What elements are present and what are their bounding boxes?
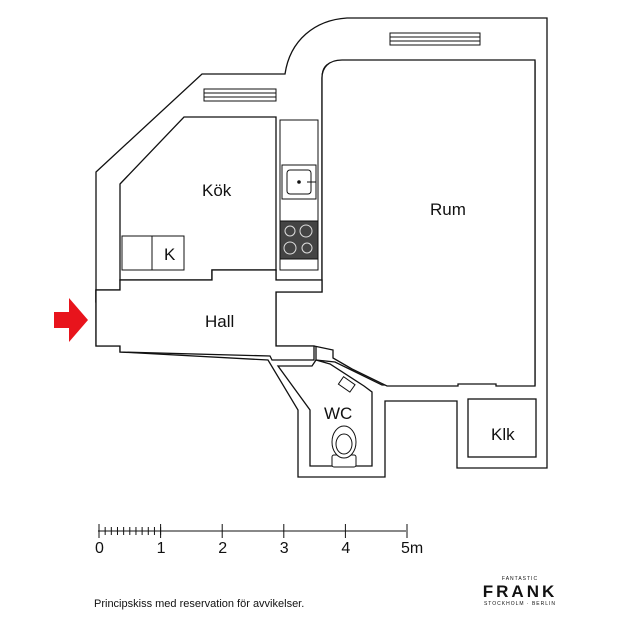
room-label-k: K xyxy=(164,245,176,264)
toilet-icon xyxy=(331,425,357,468)
sink-icon xyxy=(281,164,317,200)
scale-label: 5m xyxy=(401,540,423,557)
room-label-kok: Kök xyxy=(202,181,232,200)
scale-label: 1 xyxy=(157,540,166,557)
kitchen-counter xyxy=(279,119,319,271)
entrance-arrow-icon xyxy=(54,298,88,342)
room-label-klk: Klk xyxy=(491,425,515,444)
scale-label: 0 xyxy=(95,540,104,557)
stove-icon xyxy=(279,220,319,260)
disclaimer-text: Principskiss med reservation för avvikel… xyxy=(94,598,305,610)
logo-top-text: FANTASTIC xyxy=(501,576,539,582)
room-label-rum: Rum xyxy=(430,200,466,219)
scale-bar: 0 1 2 3 4 5m xyxy=(95,524,423,557)
scale-label: 3 xyxy=(280,540,289,557)
hall-interior xyxy=(95,269,323,361)
rum-window xyxy=(389,32,481,46)
scale-label: 4 xyxy=(341,540,350,557)
room-label-hall: Hall xyxy=(205,312,234,331)
logo-bottom-text: STOCKHOLM · BERLIN xyxy=(483,601,557,607)
klk-interior xyxy=(467,398,537,458)
kitchen-window xyxy=(203,88,277,102)
wc-basin-icon xyxy=(337,376,356,393)
scale-label: 2 xyxy=(218,540,227,557)
fridge-box xyxy=(121,235,185,271)
rum-interior xyxy=(275,59,536,387)
logo-name: FRANK xyxy=(482,582,558,601)
room-label-wc: WC xyxy=(324,404,352,423)
brand-logo: FANTASTIC FRANK STOCKHOLM · BERLIN xyxy=(477,576,563,607)
